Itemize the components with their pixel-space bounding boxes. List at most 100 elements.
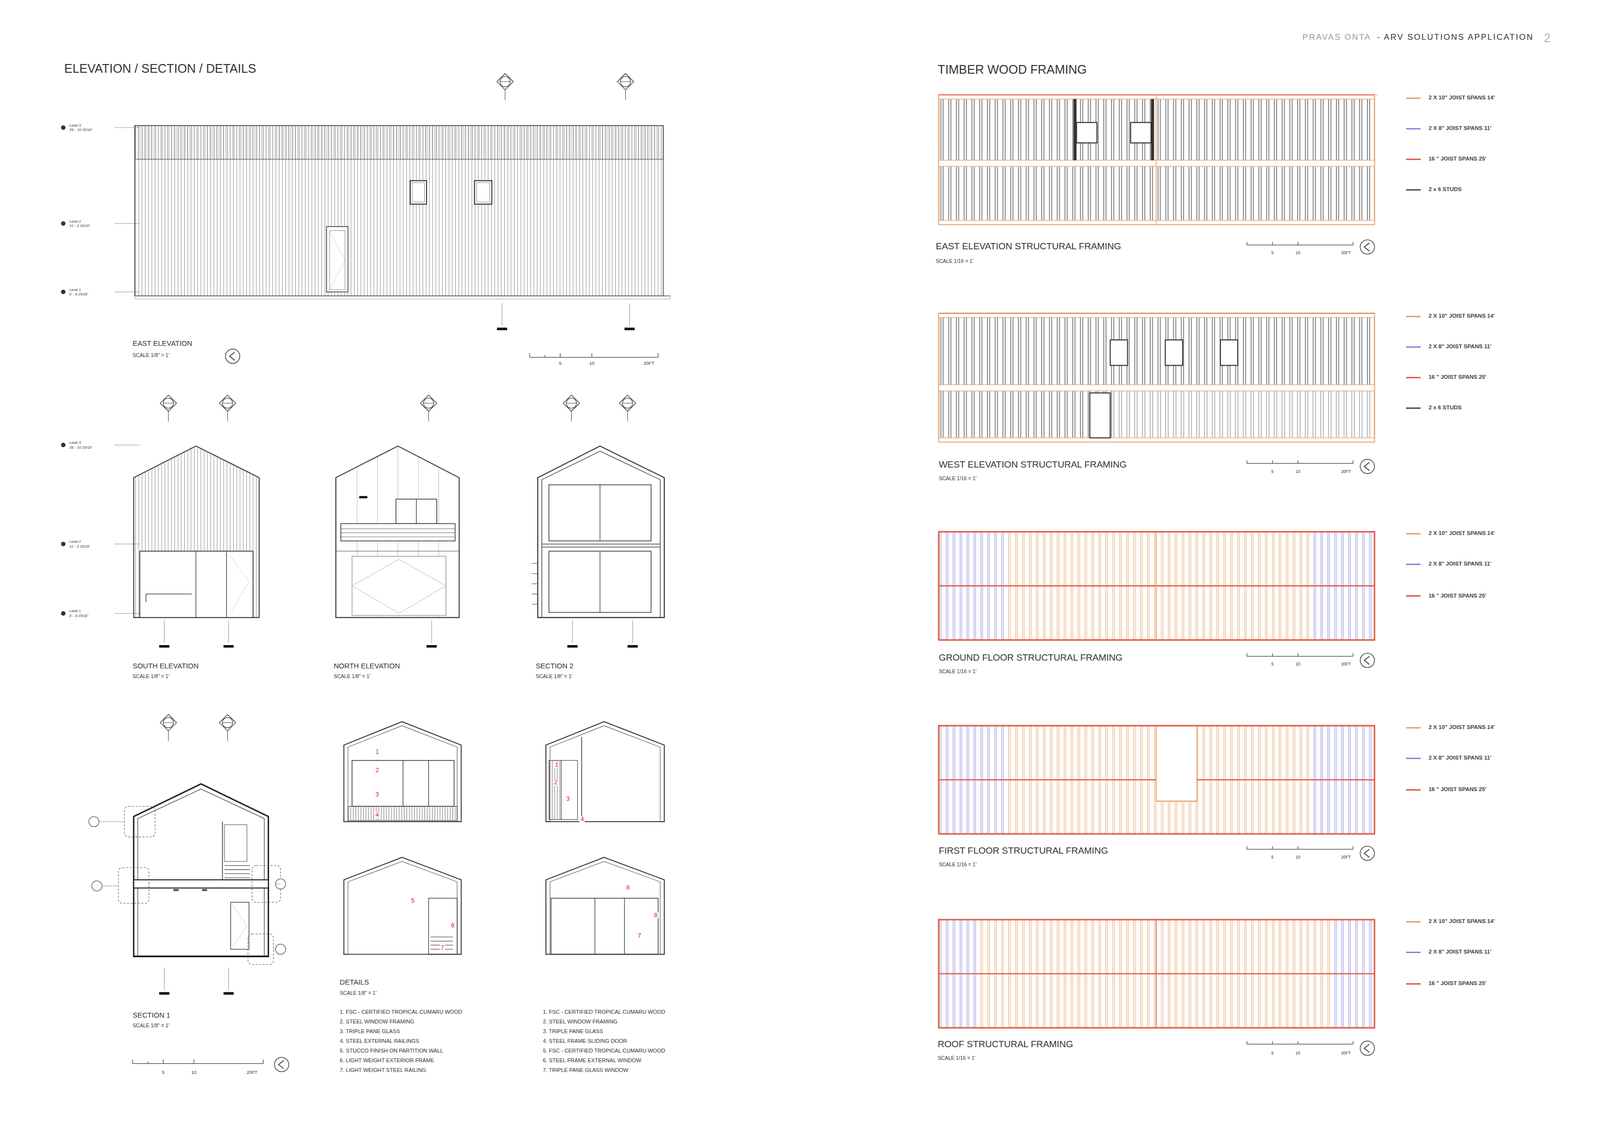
scale-value: 20FT xyxy=(1341,854,1351,859)
callout-number: 4 xyxy=(579,816,585,823)
drawing-label: 1. FSC - CERTIFIED TROPICAL CUMARU WOOD xyxy=(543,1008,666,1015)
legend-swatch xyxy=(1406,128,1421,130)
drawing-label: FIRST FLOOR STRUCTURAL FRAMING xyxy=(938,846,1108,856)
legend-text: 2 X 8" JOIST SPANS 11' xyxy=(1428,125,1491,132)
callout-number: 7 xyxy=(636,932,642,939)
scale-value: 20FT xyxy=(1341,469,1351,474)
legend-swatch xyxy=(1406,532,1421,535)
legend-text: 2 X 8" JOIST SPANS 11' xyxy=(1428,560,1491,567)
legend-swatch xyxy=(1406,189,1421,191)
legend-swatch xyxy=(1406,97,1421,99)
drawing-label: Level 3 xyxy=(69,123,81,128)
legend-text: 2 x 6 STUDS xyxy=(1428,404,1462,411)
legend-text: 16 " JOIST SPANS 25' xyxy=(1428,786,1487,793)
drawing-label: 5. FSC - CERTIFIED TROPICAL CUMARU WOOD xyxy=(543,1047,666,1054)
drawing-label: SCALE 1/16 = 1' xyxy=(937,1055,976,1061)
scale-value: 10 xyxy=(1295,250,1300,255)
drawing-label: 1. FSC - CERTIFIED TROPICAL CUMARU WOOD xyxy=(339,1008,463,1015)
legend-swatch xyxy=(1406,407,1421,409)
legend-swatch xyxy=(1406,951,1421,953)
drawing-label: EAST ELEVATION STRUCTURAL FRAMING xyxy=(935,241,1121,252)
callout-number: 1 xyxy=(554,761,560,768)
drawing-label: Level 1 xyxy=(69,288,81,292)
legend-text: 16 " JOIST SPANS 25' xyxy=(1428,156,1487,162)
drawing-label: 4. STEEL FRAME SLIDING DOOR xyxy=(543,1038,628,1044)
legend-text: 2 X 10" JOIST SPANS 14' xyxy=(1428,918,1495,925)
legend-swatch xyxy=(1406,788,1421,791)
legend-text: 16 " JOIST SPANS 25' xyxy=(1428,980,1487,987)
scale-value: 20FT xyxy=(1341,661,1351,666)
legend-swatch xyxy=(1406,346,1421,348)
callout-number: 2 xyxy=(374,767,380,774)
drawing-label: SCALE 1/8" = 1' xyxy=(535,673,573,679)
callout-number: 2 xyxy=(553,779,559,786)
legend-swatch xyxy=(1406,920,1421,923)
drawing-label: Level 1 xyxy=(69,608,81,613)
drawing-label: 0' - 6 15/16" xyxy=(69,613,89,618)
scale-value: 20FT xyxy=(1341,250,1351,255)
drawing-label: 3. TRIPLE PANE GLASS xyxy=(543,1028,604,1034)
scale-value: 5 xyxy=(1271,661,1274,666)
scale-value: 5 xyxy=(559,360,562,366)
drawing-label: 7. LIGHT WEIGHT STEEL RAILING xyxy=(339,1067,427,1073)
scale-value: 5 xyxy=(1271,250,1274,255)
drawing-label: SCALE 1/16 = 1' xyxy=(938,668,977,674)
drawing-label: 6. STEEL FRAME EXTERNAL WINDOW xyxy=(543,1057,642,1063)
drawing-label: - ARV SOLUTIONS APPLICATION xyxy=(1376,33,1534,42)
drawing-label: Level 2 xyxy=(69,539,81,544)
legend-swatch xyxy=(1406,594,1421,597)
legend-swatch xyxy=(1406,757,1421,759)
sheet-heading: 2 xyxy=(1543,32,1551,45)
legend-swatch xyxy=(1406,158,1421,160)
legend-text: 2 X 8" JOIST SPANS 11' xyxy=(1428,343,1491,350)
legend-swatch xyxy=(1406,726,1421,729)
legend-text: 16 " JOIST SPANS 25' xyxy=(1428,592,1487,599)
drawing-label: ROOF STRUCTURAL FRAMING xyxy=(937,1039,1073,1049)
legend-text: 2 X 10" JOIST SPANS 14' xyxy=(1428,724,1495,731)
callout-number: 8 xyxy=(625,884,631,891)
scale-value: 20FT xyxy=(246,1069,258,1074)
drawing-label: 6. LIGHT WEIGHT EXTERIOR FRAME xyxy=(339,1057,435,1063)
drawing-label: PRAVAS ONTA xyxy=(1302,33,1372,42)
drawing-label: SECTION 1 xyxy=(132,1011,171,1019)
scale-value: 10 xyxy=(1295,661,1300,666)
drawing-label: EAST ELEVATION xyxy=(132,339,193,348)
drawing-label: 5. STUCCO FINISH ON PARTITION WALL xyxy=(339,1047,444,1054)
scale-value: 10 xyxy=(191,1069,197,1074)
scale-value: 20FT xyxy=(1341,1050,1351,1055)
callout-number: 4 xyxy=(374,811,380,818)
drawing-label: 0' - 6 15/16" xyxy=(69,292,89,296)
drawing-label: 2. STEEL WINDOW FRAMING xyxy=(543,1018,618,1024)
legend-text: 2 X 8" JOIST SPANS 11' xyxy=(1428,754,1491,761)
drawing-label: SCALE 1/8" = 1' xyxy=(132,1022,170,1028)
drawing-label: 3. TRIPLE PANE GLASS xyxy=(339,1028,400,1034)
drawing-label: SCALE 1/16 = 1' xyxy=(935,258,974,264)
scale-value: 10 xyxy=(589,360,595,366)
callout-number: 5 xyxy=(410,897,416,904)
callout-number: 1 xyxy=(374,748,380,755)
drawing-label: 7. TRIPLE PANE GLASS WINDOW xyxy=(543,1067,629,1073)
sheet-heading: TIMBER WOOD FRAMING xyxy=(937,63,1087,76)
callout-number: 3 xyxy=(374,791,380,798)
drawing-label: Level 3 xyxy=(69,440,81,445)
scale-value: 5 xyxy=(1271,469,1274,474)
drawing-label: 4. STEEL EXTERNAL RAILINGS xyxy=(339,1038,420,1044)
drawing-label: 26' - 10 15/16" xyxy=(69,128,93,132)
drawing-label: Level 2 xyxy=(69,219,81,224)
drawing-label: SCALE 1/8" = 1' xyxy=(339,990,377,996)
drawing-label: SCALE 1/16 = 1' xyxy=(938,475,977,481)
legend-swatch xyxy=(1406,982,1421,985)
drawing-label: 11' - 3 15/16" xyxy=(69,544,91,548)
drawing-label: SCALE 1/8" = 1' xyxy=(132,673,170,679)
drawing-label: NORTH ELEVATION xyxy=(333,662,400,670)
legend-text: 2 x 6 STUDS xyxy=(1428,186,1462,193)
drawing-label: WEST ELEVATION STRUCTURAL FRAMING xyxy=(938,460,1127,470)
drawing-label: DETAILS xyxy=(339,978,369,986)
callout-number: 3 xyxy=(565,795,571,802)
drawing-label: SCALE 1/8" = 1' xyxy=(132,352,170,358)
scale-value: 10 xyxy=(1295,854,1300,859)
scale-value: 5 xyxy=(1271,854,1274,859)
drawing-label: GROUND FLOOR STRUCTURAL FRAMING xyxy=(938,653,1123,663)
